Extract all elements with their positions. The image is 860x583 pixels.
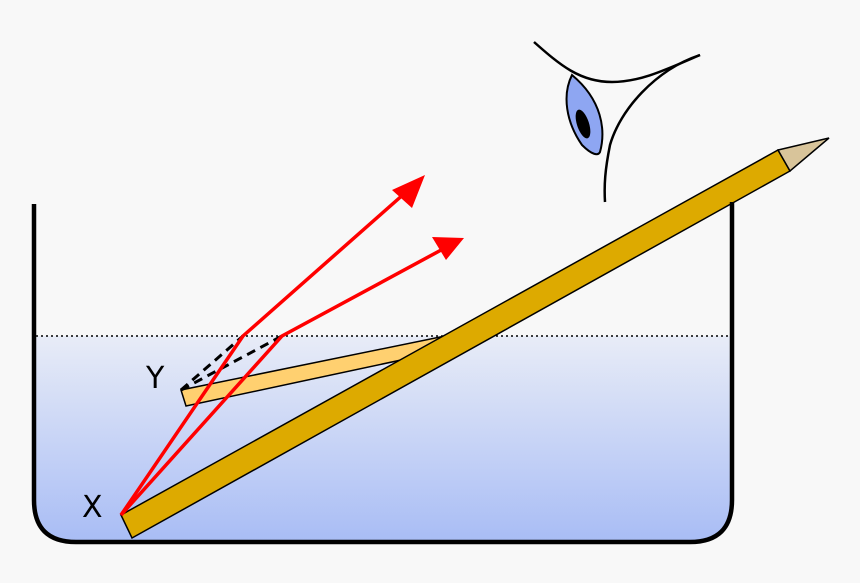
arrowhead-icon <box>392 175 425 208</box>
light-ray-1 <box>119 191 407 516</box>
pencil-tip <box>776 137 830 173</box>
eye-icon <box>533 41 701 203</box>
pencil <box>120 137 830 540</box>
light-ray-2 <box>119 247 444 517</box>
virtual-ray-lines <box>180 334 283 392</box>
arrowhead-icon <box>432 237 464 260</box>
light-rays <box>119 175 464 517</box>
label-y: Y <box>145 361 165 396</box>
label-x: X <box>82 490 103 525</box>
container <box>31 202 735 545</box>
